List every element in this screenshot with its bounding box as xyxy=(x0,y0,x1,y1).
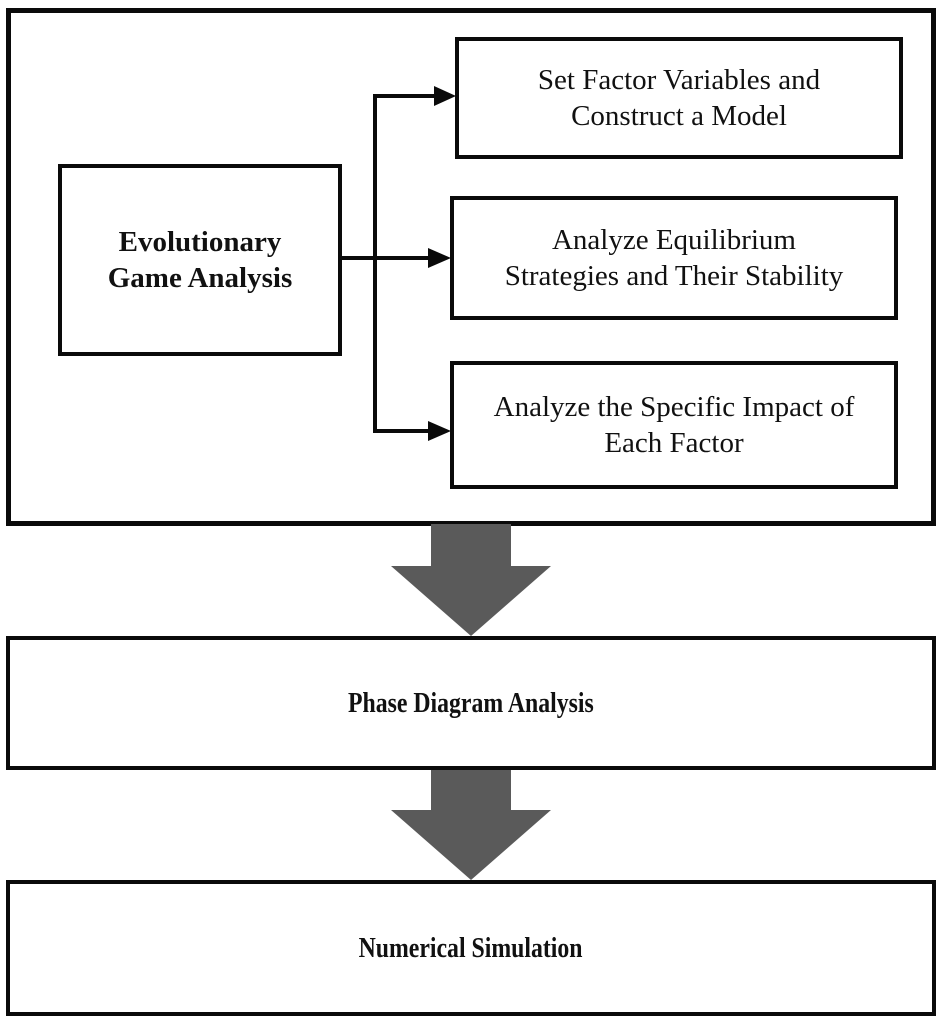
evolutionary-game-analysis-label: Evolutionary Game Analysis xyxy=(107,225,293,294)
set-factor-variables-label: Set Factor Variables and Construct a Mod… xyxy=(537,63,821,132)
analyze-equilibrium-label: Analyze Equilibrium Strategies and Their… xyxy=(504,223,844,292)
numerical-simulation-label: Numerical Simulation xyxy=(359,931,583,964)
block-arrow-2 xyxy=(391,767,551,880)
phase-diagram-analysis-box: Phase Diagram Analysis xyxy=(6,636,936,770)
numerical-simulation-box: Numerical Simulation xyxy=(6,880,936,1016)
arrowhead-to-impact xyxy=(428,421,451,441)
analyze-impact-box: Analyze the Specific Impact of Each Fact… xyxy=(450,361,898,489)
set-factor-variables-box: Set Factor Variables and Construct a Mod… xyxy=(455,37,903,159)
arrowhead-to-equilibrium xyxy=(428,248,451,268)
block-arrow-1 xyxy=(391,524,551,636)
analyze-equilibrium-box: Analyze Equilibrium Strategies and Their… xyxy=(450,196,898,320)
phase-diagram-analysis-label: Phase Diagram Analysis xyxy=(348,686,594,719)
evolutionary-game-analysis-box: Evolutionary Game Analysis xyxy=(58,164,342,356)
arrowhead-to-model xyxy=(434,86,456,106)
analyze-impact-label: Analyze the Specific Impact of Each Fact… xyxy=(493,390,855,459)
